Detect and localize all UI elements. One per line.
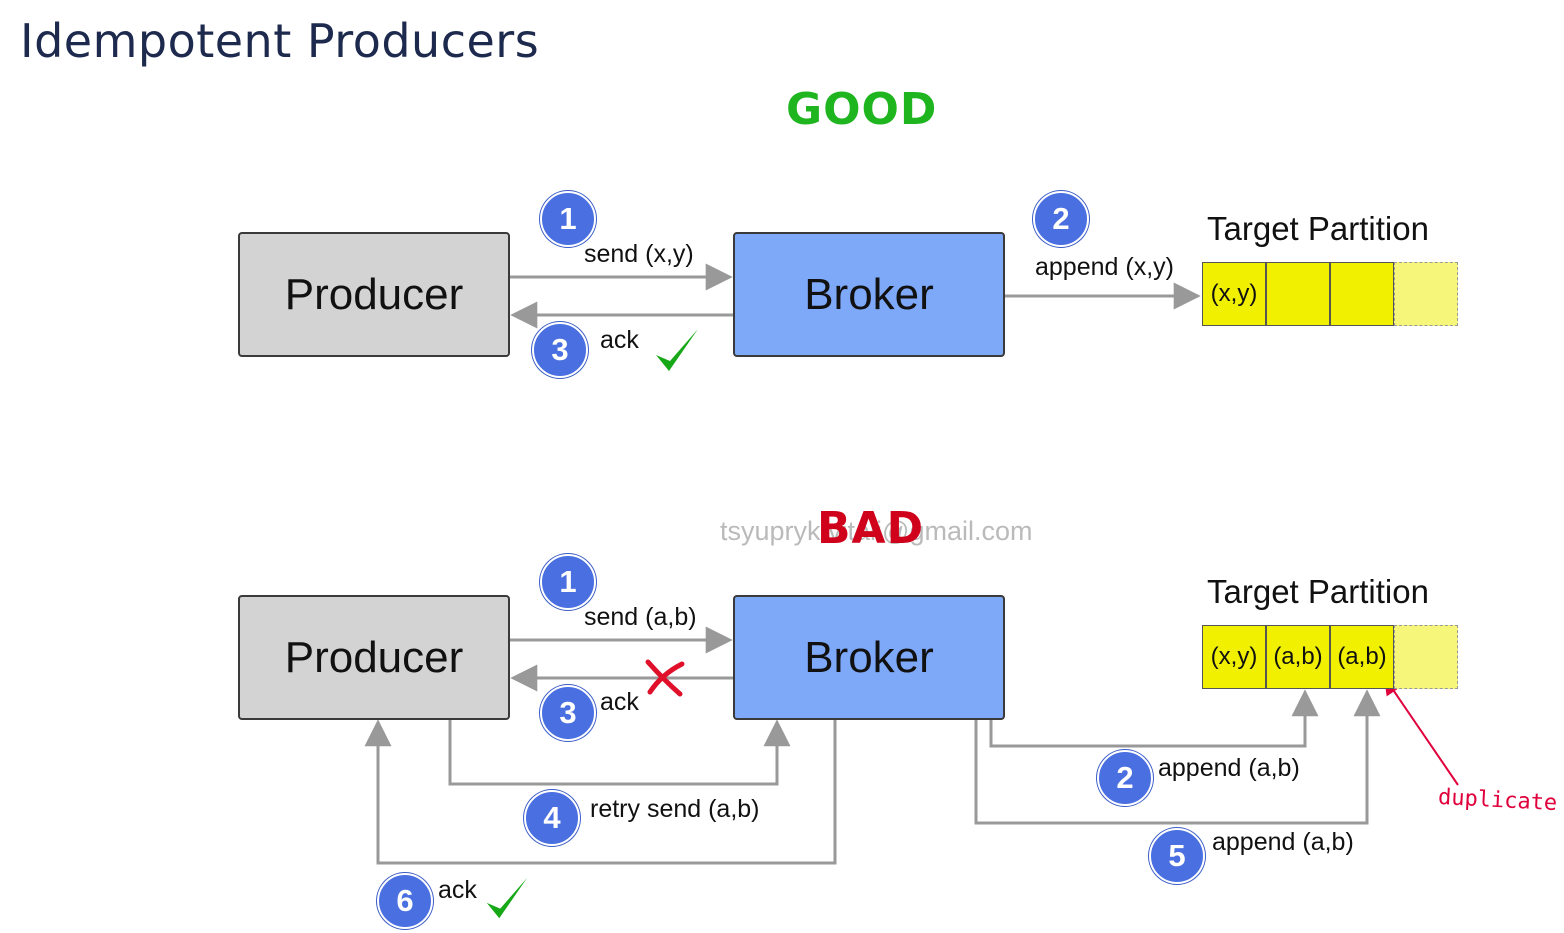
bad-step-5-label: append (a,b) [1212, 828, 1354, 856]
good-broker-box: Broker [733, 232, 1005, 357]
bad-target-partition: (x,y) (a,b) (a,b) [1202, 625, 1458, 689]
good-target-partition: (x,y) [1202, 262, 1458, 326]
bad-partition-label: Target Partition [1207, 573, 1429, 610]
bad-step-5-badge: 5 [1149, 828, 1205, 884]
bad-step-1-badge: 1 [540, 554, 596, 610]
bad-step-4-label: retry send (a,b) [590, 795, 760, 823]
good-step-1-badge: 1 [540, 191, 596, 247]
bad-producer-box: Producer [238, 595, 510, 720]
bad-step-2-label: append (a,b) [1158, 754, 1300, 782]
bad-step-6-label: ack [438, 876, 477, 904]
good-step-2-badge: 2 [1033, 191, 1089, 247]
check-icon [656, 329, 698, 371]
good-step-2-label: append (x,y) [1035, 253, 1174, 281]
good-partition-cell: (x,y) [1202, 262, 1266, 326]
bad-final-ack-arrow [364, 719, 837, 865]
bad-partition-cell: (x,y) [1202, 625, 1266, 689]
good-step-1-label: send (x,y) [584, 240, 694, 268]
watermark: tsyupryk.vitali@gmail.com [720, 516, 1033, 546]
bad-partition-cell: (a,b) [1330, 625, 1394, 689]
bad-broker-box: Broker [733, 595, 1005, 720]
good-section-label: GOOD [786, 84, 938, 135]
bad-partition-cell: (a,b) [1266, 625, 1330, 689]
bad-step-3-label: ack [600, 688, 639, 716]
good-producer-box: Producer [238, 232, 510, 357]
good-partition-label: Target Partition [1207, 210, 1429, 247]
bad-step-4-badge: 4 [524, 790, 580, 846]
bad-step-2-badge: 2 [1097, 750, 1153, 806]
bad-step-6-badge: 6 [377, 873, 433, 929]
good-partition-next-slot [1394, 262, 1458, 326]
good-partition-cell [1266, 262, 1330, 326]
bad-step-1-label: send (a,b) [584, 603, 697, 631]
bad-step-3-badge: 3 [540, 685, 596, 741]
bad-retry-arrow [448, 719, 791, 786]
good-step-3-label: ack [600, 326, 639, 354]
duplicate-pointer [1383, 676, 1459, 786]
bad-section-label: BAD [817, 503, 925, 554]
bad-append-2-arrow [974, 689, 1381, 825]
check-icon [486, 877, 528, 919]
cross-icon [645, 659, 685, 697]
good-partition-cell [1330, 262, 1394, 326]
page-title: Idempotent Producers [20, 14, 540, 68]
bad-append-1-arrow [989, 689, 1319, 748]
bad-partition-next-slot [1394, 625, 1458, 689]
good-step-3-badge: 3 [532, 322, 588, 378]
